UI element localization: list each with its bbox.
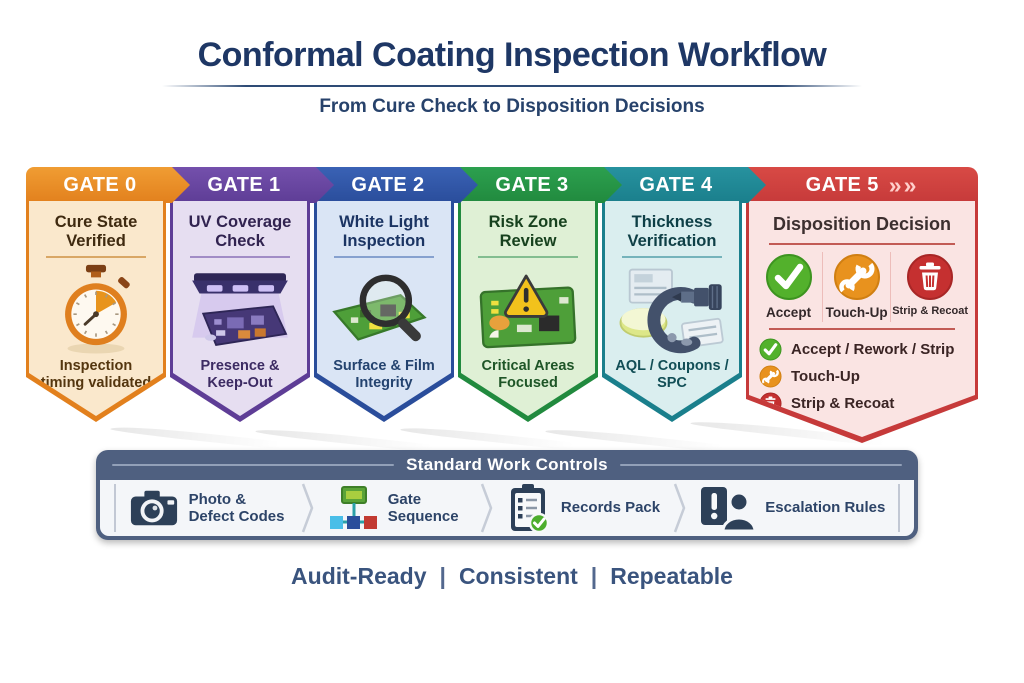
disposition-options: Accept Touch-Up Strip & Recoat	[755, 252, 969, 322]
control-photo-defect-codes: Photo & Defect Codes	[129, 488, 289, 528]
header-line-right	[619, 464, 902, 466]
gate-5-pennant: Disposition Decision Accept Touch-Up	[746, 201, 978, 443]
gate-0-title: Cure State Verified	[54, 212, 138, 250]
controls-body: Photo & Defect Codes Gate Sequence	[100, 480, 914, 536]
gate-5-divider-bottom	[769, 328, 955, 330]
gate-3-pennant: Risk Zone Review	[458, 201, 598, 422]
gate-0-divider	[46, 256, 146, 258]
gate-1-header: GATE 1	[170, 167, 334, 203]
wrench-circle-icon	[759, 365, 782, 388]
footer-separator: |	[439, 563, 446, 589]
stopwatch-icon	[48, 264, 144, 356]
gate-5-divider-top	[769, 243, 955, 245]
bullet-strip-recoat: Strip & Recoat	[759, 392, 965, 415]
clipboard-check-icon	[510, 484, 550, 533]
gate-3-header: GATE 3	[458, 167, 622, 203]
escalation-icon	[701, 487, 756, 531]
gate-0-card: GATE 0 Cure State Verified	[26, 167, 166, 422]
gate-2-title: White Light Inspection	[339, 212, 429, 250]
gate-2-label: GATE 2	[351, 173, 425, 196]
gate-1-caption: Presence & Keep-Out	[200, 357, 280, 392]
gate-0-caption: Inspection timing validated	[40, 357, 152, 392]
gate-1-label: GATE 1	[207, 173, 281, 196]
footer-item-audit-ready: Audit-Ready	[291, 563, 427, 589]
bullet-accept-rework-strip: Accept / Rework / Strip	[759, 338, 965, 361]
disposition-bullets: Accept / Rework / Strip Touch-Up Strip &…	[759, 338, 965, 415]
trash-circle-icon	[906, 253, 954, 301]
page-title: Conformal Coating Inspection Workflow	[197, 36, 827, 74]
gate-0-label: GATE 0	[63, 173, 137, 196]
control-gate-sequence: Gate Sequence	[328, 485, 468, 531]
footer-separator: |	[590, 563, 598, 589]
gate-5-header: GATE 5 »»	[746, 167, 978, 203]
gate-4-pennant: Thickness Verification	[602, 201, 742, 422]
footer-item-repeatable: Repeatable	[610, 563, 733, 589]
gate-3-caption: Critical Areas Focused	[481, 357, 575, 392]
wrench-circle-icon	[833, 253, 881, 301]
gate-1-divider	[190, 256, 290, 258]
title-divider	[162, 85, 862, 87]
control-escalation-rules: Escalation Rules	[699, 485, 885, 531]
footer-item-consistent: Consistent	[458, 563, 578, 589]
trash-circle-icon	[759, 392, 782, 415]
page-subtitle: From Cure Check to Disposition Decisions	[319, 96, 705, 117]
gate-0-pennant: Cure State Verified	[26, 201, 166, 422]
camera-icon	[130, 490, 177, 526]
pcb-warning-icon	[472, 264, 584, 356]
controls-title: Standard Work Controls	[406, 455, 608, 474]
gates-row: GATE 0 Cure State Verified	[26, 167, 978, 443]
magnifier-pcb-icon	[328, 264, 440, 356]
gate-0-header: GATE 0	[26, 167, 190, 203]
chevron-separator-icon	[480, 482, 494, 534]
decision-accept: Accept	[755, 252, 823, 322]
bullet-touchup: Touch-Up	[759, 365, 965, 388]
gate-5-title: Disposition Decision	[772, 214, 952, 235]
check-circle-icon	[765, 253, 813, 301]
gate-4-card: GATE 4 Thickness Verification	[602, 167, 742, 422]
footer-tagline: Audit-Ready | Consistent | Repeatable	[0, 563, 1024, 590]
gate-1-card: GATE 1 UV Coverage Check	[170, 167, 310, 422]
gate-5-card: GATE 5 »» Disposition Decision Accept To	[746, 167, 978, 443]
standard-work-controls-bar: Standard Work Controls Photo & Defect Co…	[96, 450, 918, 540]
gate-4-title: Thickness Verification	[627, 212, 717, 250]
gate-4-label: GATE 4	[639, 173, 713, 196]
gate-2-caption: Surface & Film Integrity	[333, 357, 435, 392]
gate-3-divider	[478, 256, 578, 258]
check-circle-icon	[759, 338, 782, 361]
controls-header: Standard Work Controls	[96, 450, 918, 480]
gate-1-pennant: UV Coverage Check	[170, 201, 310, 422]
gate-4-divider	[622, 256, 722, 258]
gate-3-title: Risk Zone Review	[488, 212, 568, 250]
decision-touchup: Touch-Up	[823, 252, 891, 322]
gate-1-title: UV Coverage Check	[188, 212, 292, 250]
micrometer-icon	[614, 264, 730, 356]
control-records-pack: Records Pack	[507, 483, 660, 533]
gate-5-label: GATE 5	[805, 173, 879, 196]
double-chevron-icon: »»	[888, 171, 919, 198]
header-line-left	[112, 464, 395, 466]
gate-3-card: GATE 3 Risk Zone Review	[458, 167, 598, 422]
flowchart-icon	[329, 486, 377, 529]
gate-3-label: GATE 3	[495, 173, 569, 196]
page-header: Conformal Coating Inspection Workflow Fr…	[0, 36, 1024, 118]
gate-2-divider	[334, 256, 434, 258]
decision-strip-recoat: Strip & Recoat	[891, 252, 969, 322]
gate-2-card: GATE 2 White Light Inspection	[314, 167, 454, 422]
gate-2-pennant: White Light Inspection	[314, 201, 454, 422]
gate-2-header: GATE 2	[314, 167, 478, 203]
uv-lamp-board-icon	[184, 264, 296, 356]
chevron-separator-icon	[673, 482, 687, 534]
gate-4-header: GATE 4	[602, 167, 766, 203]
chevron-separator-icon	[301, 482, 315, 534]
gate-4-caption: AQL / Coupons / SPC	[615, 357, 729, 392]
